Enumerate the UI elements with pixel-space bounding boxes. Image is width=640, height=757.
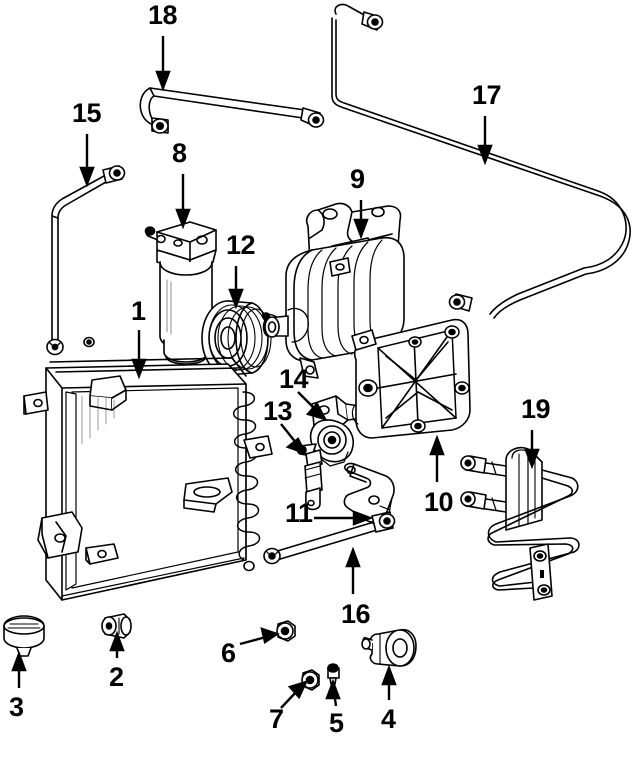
callout-number-3[interactable]: 3 <box>9 692 24 722</box>
callout-number-7[interactable]: 7 <box>269 704 284 734</box>
callout-number-9[interactable]: 9 <box>350 164 365 194</box>
callout-number-17[interactable]: 17 <box>472 80 502 110</box>
leader-7 <box>280 680 309 709</box>
hose-15-liquid-line <box>46 165 126 356</box>
callout-number-16[interactable]: 16 <box>341 599 371 629</box>
receiver-drier-8 <box>144 221 217 365</box>
hose-17-suction <box>331 3 631 319</box>
serpentine-line-19 <box>460 446 580 601</box>
pressure-switch-4 <box>361 628 417 667</box>
leader-4 <box>381 664 397 700</box>
hose-18-discharge <box>139 87 325 134</box>
leader-6 <box>239 627 280 646</box>
callout-number-13[interactable]: 13 <box>263 396 293 426</box>
callout-number-12[interactable]: 12 <box>226 230 256 260</box>
leader-8 <box>175 174 191 230</box>
callout-number-6[interactable]: 6 <box>221 638 236 668</box>
callout-number-11[interactable]: 11 <box>285 498 313 528</box>
callout-number-5[interactable]: 5 <box>329 708 344 738</box>
callout-number-8[interactable]: 8 <box>172 138 187 168</box>
callout-number-10[interactable]: 10 <box>424 487 454 517</box>
callout-number-14[interactable]: 14 <box>279 364 309 394</box>
mounting-cap-3 <box>3 615 45 657</box>
line-16-straight <box>263 511 396 565</box>
leader-12 <box>228 266 244 310</box>
leader-18 <box>155 36 171 92</box>
callout-number-18[interactable]: 18 <box>148 0 178 30</box>
clutch-pulley-12 <box>201 300 281 376</box>
small-nut-upper <box>83 336 95 348</box>
leader-arrows <box>11 36 540 709</box>
leader-9 <box>353 200 369 240</box>
leader-2 <box>109 630 125 658</box>
leader-11 <box>314 510 374 526</box>
callout-number-4[interactable]: 4 <box>381 704 396 734</box>
callout-number-1[interactable]: 1 <box>131 296 146 326</box>
callout-number-19[interactable]: 19 <box>521 394 551 424</box>
leader-19 <box>524 430 540 470</box>
leader-17 <box>477 116 493 166</box>
leader-14 <box>297 391 328 421</box>
retaining-bolt-5 <box>327 663 340 685</box>
condenser-1 <box>23 357 273 601</box>
leader-16 <box>345 546 361 594</box>
leader-10 <box>429 434 445 482</box>
leader-13 <box>280 423 308 456</box>
grommet-bushing-2 <box>101 613 132 639</box>
hex-nut-6 <box>276 620 296 642</box>
leader-3 <box>11 650 27 688</box>
compressor-bracket-10 <box>351 318 471 439</box>
callout-number-2[interactable]: 2 <box>109 662 124 692</box>
leader-5 <box>325 678 341 707</box>
callout-number-15[interactable]: 15 <box>72 98 102 128</box>
leader-15 <box>79 134 95 188</box>
leader-1 <box>131 330 147 380</box>
